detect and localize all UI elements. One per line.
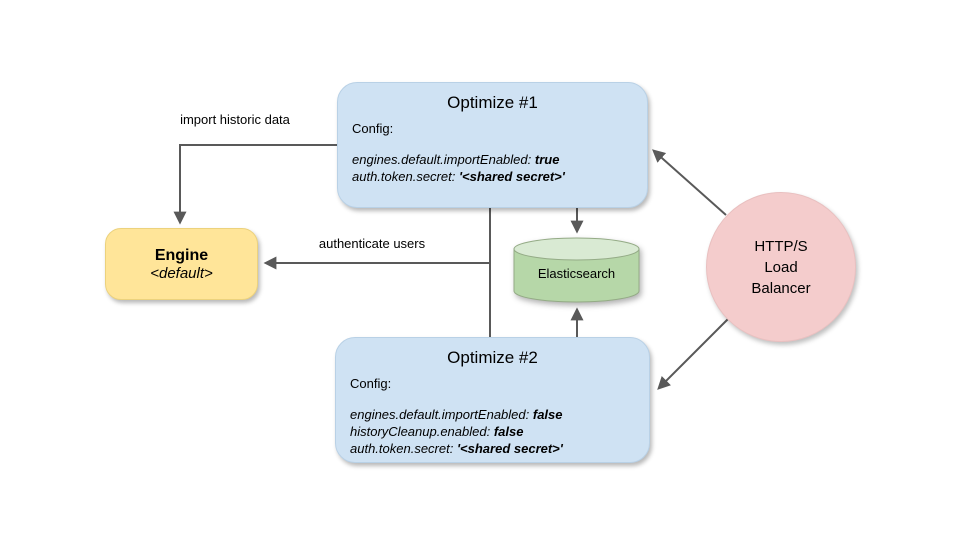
load-balancer-line: Balancer bbox=[751, 279, 811, 297]
optimize-1-config-line: engines.default.importEnabled: true bbox=[352, 151, 647, 168]
config-key: engines.default.importEnabled: bbox=[352, 152, 535, 167]
config-value: false bbox=[493, 424, 524, 439]
load-balancer-line: Load bbox=[764, 258, 798, 276]
optimize-2-config-line: historyCleanup.enabled: false bbox=[350, 423, 649, 440]
optimize-1-config-line: auth.token.secret: '<shared secret>' bbox=[352, 168, 647, 185]
optimize-2-config-line: auth.token.secret: '<shared secret>' bbox=[350, 440, 649, 457]
node-load-balancer: HTTP/S Load Balancer bbox=[706, 192, 856, 342]
node-engine: Engine <default> bbox=[105, 228, 258, 300]
config-value: '<shared secret>' bbox=[458, 169, 565, 184]
optimize-1-config-label: Config: bbox=[352, 121, 394, 136]
elasticsearch-label: Elasticsearch bbox=[537, 266, 616, 281]
optimize-2-title: Optimize #2 bbox=[447, 348, 538, 367]
spacer bbox=[350, 392, 649, 406]
database-cylinder-icon bbox=[513, 237, 640, 303]
node-optimize-1: Optimize #1 Config: engines.default.impo… bbox=[337, 82, 648, 208]
optimize-1-title: Optimize #1 bbox=[447, 93, 538, 112]
spacer bbox=[352, 137, 647, 151]
config-key: auth.token.secret: bbox=[352, 169, 459, 184]
node-optimize-2: Optimize #2 Config: engines.default.impo… bbox=[335, 337, 650, 463]
edge-loadbalancer-to-optimize1 bbox=[652, 149, 727, 216]
config-value: '<shared secret>' bbox=[456, 441, 563, 456]
edge-import-historic-data bbox=[173, 144, 340, 225]
optimize-2-config-label: Config: bbox=[350, 376, 392, 391]
load-balancer-line: HTTP/S bbox=[754, 237, 808, 255]
engine-title: Engine bbox=[154, 246, 209, 264]
node-elasticsearch bbox=[513, 237, 640, 305]
config-key: auth.token.secret: bbox=[350, 441, 457, 456]
edge-label-import-historic-data: import historic data bbox=[180, 112, 290, 127]
config-key: engines.default.importEnabled: bbox=[350, 407, 533, 422]
edge-label-authenticate-users: authenticate users bbox=[318, 236, 426, 251]
edge-loadbalancer-to-optimize2 bbox=[657, 318, 729, 390]
engine-subtitle: <default> bbox=[150, 264, 213, 282]
optimize-2-config-line: engines.default.importEnabled: false bbox=[350, 406, 649, 423]
config-key: historyCleanup.enabled: bbox=[350, 424, 494, 439]
config-value: false bbox=[532, 407, 563, 422]
config-value: true bbox=[534, 152, 560, 167]
